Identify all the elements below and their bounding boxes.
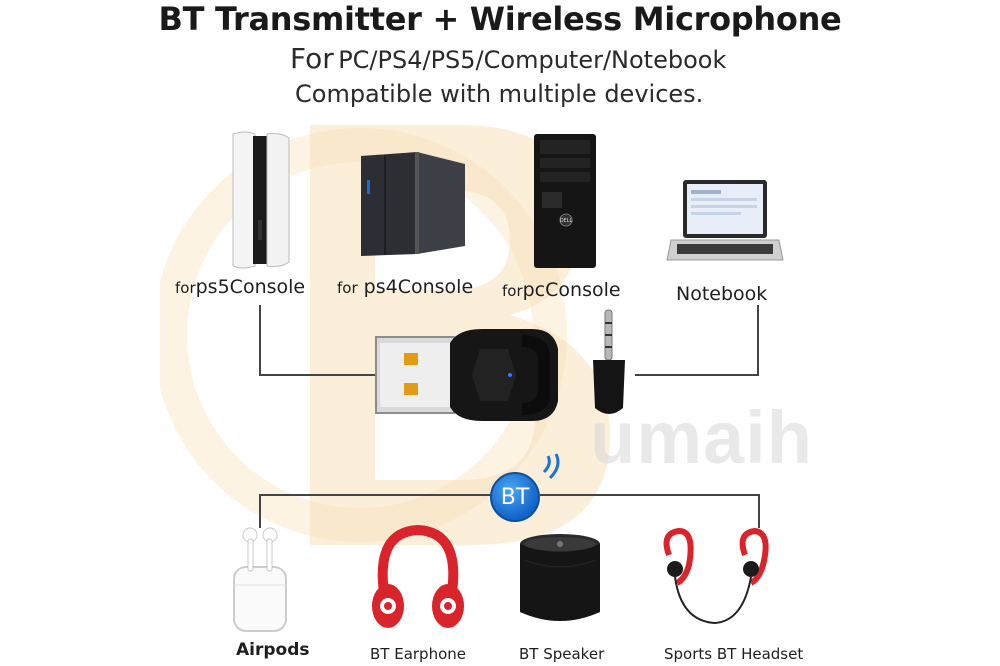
connector-line bbox=[635, 374, 759, 376]
pc-name: pcConsole bbox=[522, 279, 621, 301]
sports-headset-image bbox=[663, 527, 769, 625]
compat-text: Compatible with multiple devices. bbox=[295, 80, 704, 108]
pc-prefix: for bbox=[502, 282, 523, 300]
bt-badge: BT bbox=[490, 472, 540, 522]
connector-line bbox=[259, 494, 491, 496]
ps5-console-image bbox=[232, 131, 290, 269]
platform-list: PC/PS4/PS5/Computer/Notebook bbox=[338, 46, 727, 74]
connector-line bbox=[540, 494, 760, 496]
watermark-text: umaih bbox=[590, 396, 813, 479]
page-title: BT Transmitter + Wireless Microphone bbox=[158, 0, 842, 38]
platform-line: For PC/PS4/PS5/Computer/Notebook bbox=[290, 42, 726, 75]
ps5-console-label: forps5Console bbox=[175, 276, 305, 298]
microphone-image bbox=[593, 309, 625, 414]
svg-text:DELL: DELL bbox=[560, 218, 573, 224]
bt-earphone-label: BT Earphone bbox=[370, 645, 466, 663]
notebook-image bbox=[666, 180, 784, 261]
signal-waves-icon bbox=[542, 453, 560, 480]
pc-tower-image: DELL bbox=[534, 134, 596, 268]
airpods-label: Airpods bbox=[236, 640, 310, 660]
connector-line bbox=[758, 494, 760, 528]
connector-line bbox=[259, 374, 379, 376]
connector-line bbox=[259, 494, 261, 528]
bt-dongle-image bbox=[375, 329, 558, 421]
connector-line bbox=[757, 305, 759, 375]
ps4-console-label: for ps4Console bbox=[337, 276, 473, 298]
ps4-name: ps4Console bbox=[363, 276, 474, 298]
ps5-name: ps5Console bbox=[195, 276, 306, 298]
airpods-image bbox=[233, 527, 287, 632]
notebook-label: Notebook bbox=[676, 283, 768, 305]
ps4-prefix: for bbox=[337, 279, 358, 297]
for-word: For bbox=[290, 42, 334, 75]
bt-speaker-label: BT Speaker bbox=[519, 645, 605, 663]
pc-console-label: forpcConsole bbox=[502, 279, 621, 301]
ps5-prefix: for bbox=[175, 279, 196, 297]
connector-line bbox=[259, 305, 261, 375]
bt-speaker-image bbox=[520, 534, 600, 621]
ps4-console-image bbox=[361, 152, 465, 256]
sports-headset-label: Sports BT Headset bbox=[664, 645, 804, 663]
bt-earphone-image bbox=[372, 524, 464, 628]
